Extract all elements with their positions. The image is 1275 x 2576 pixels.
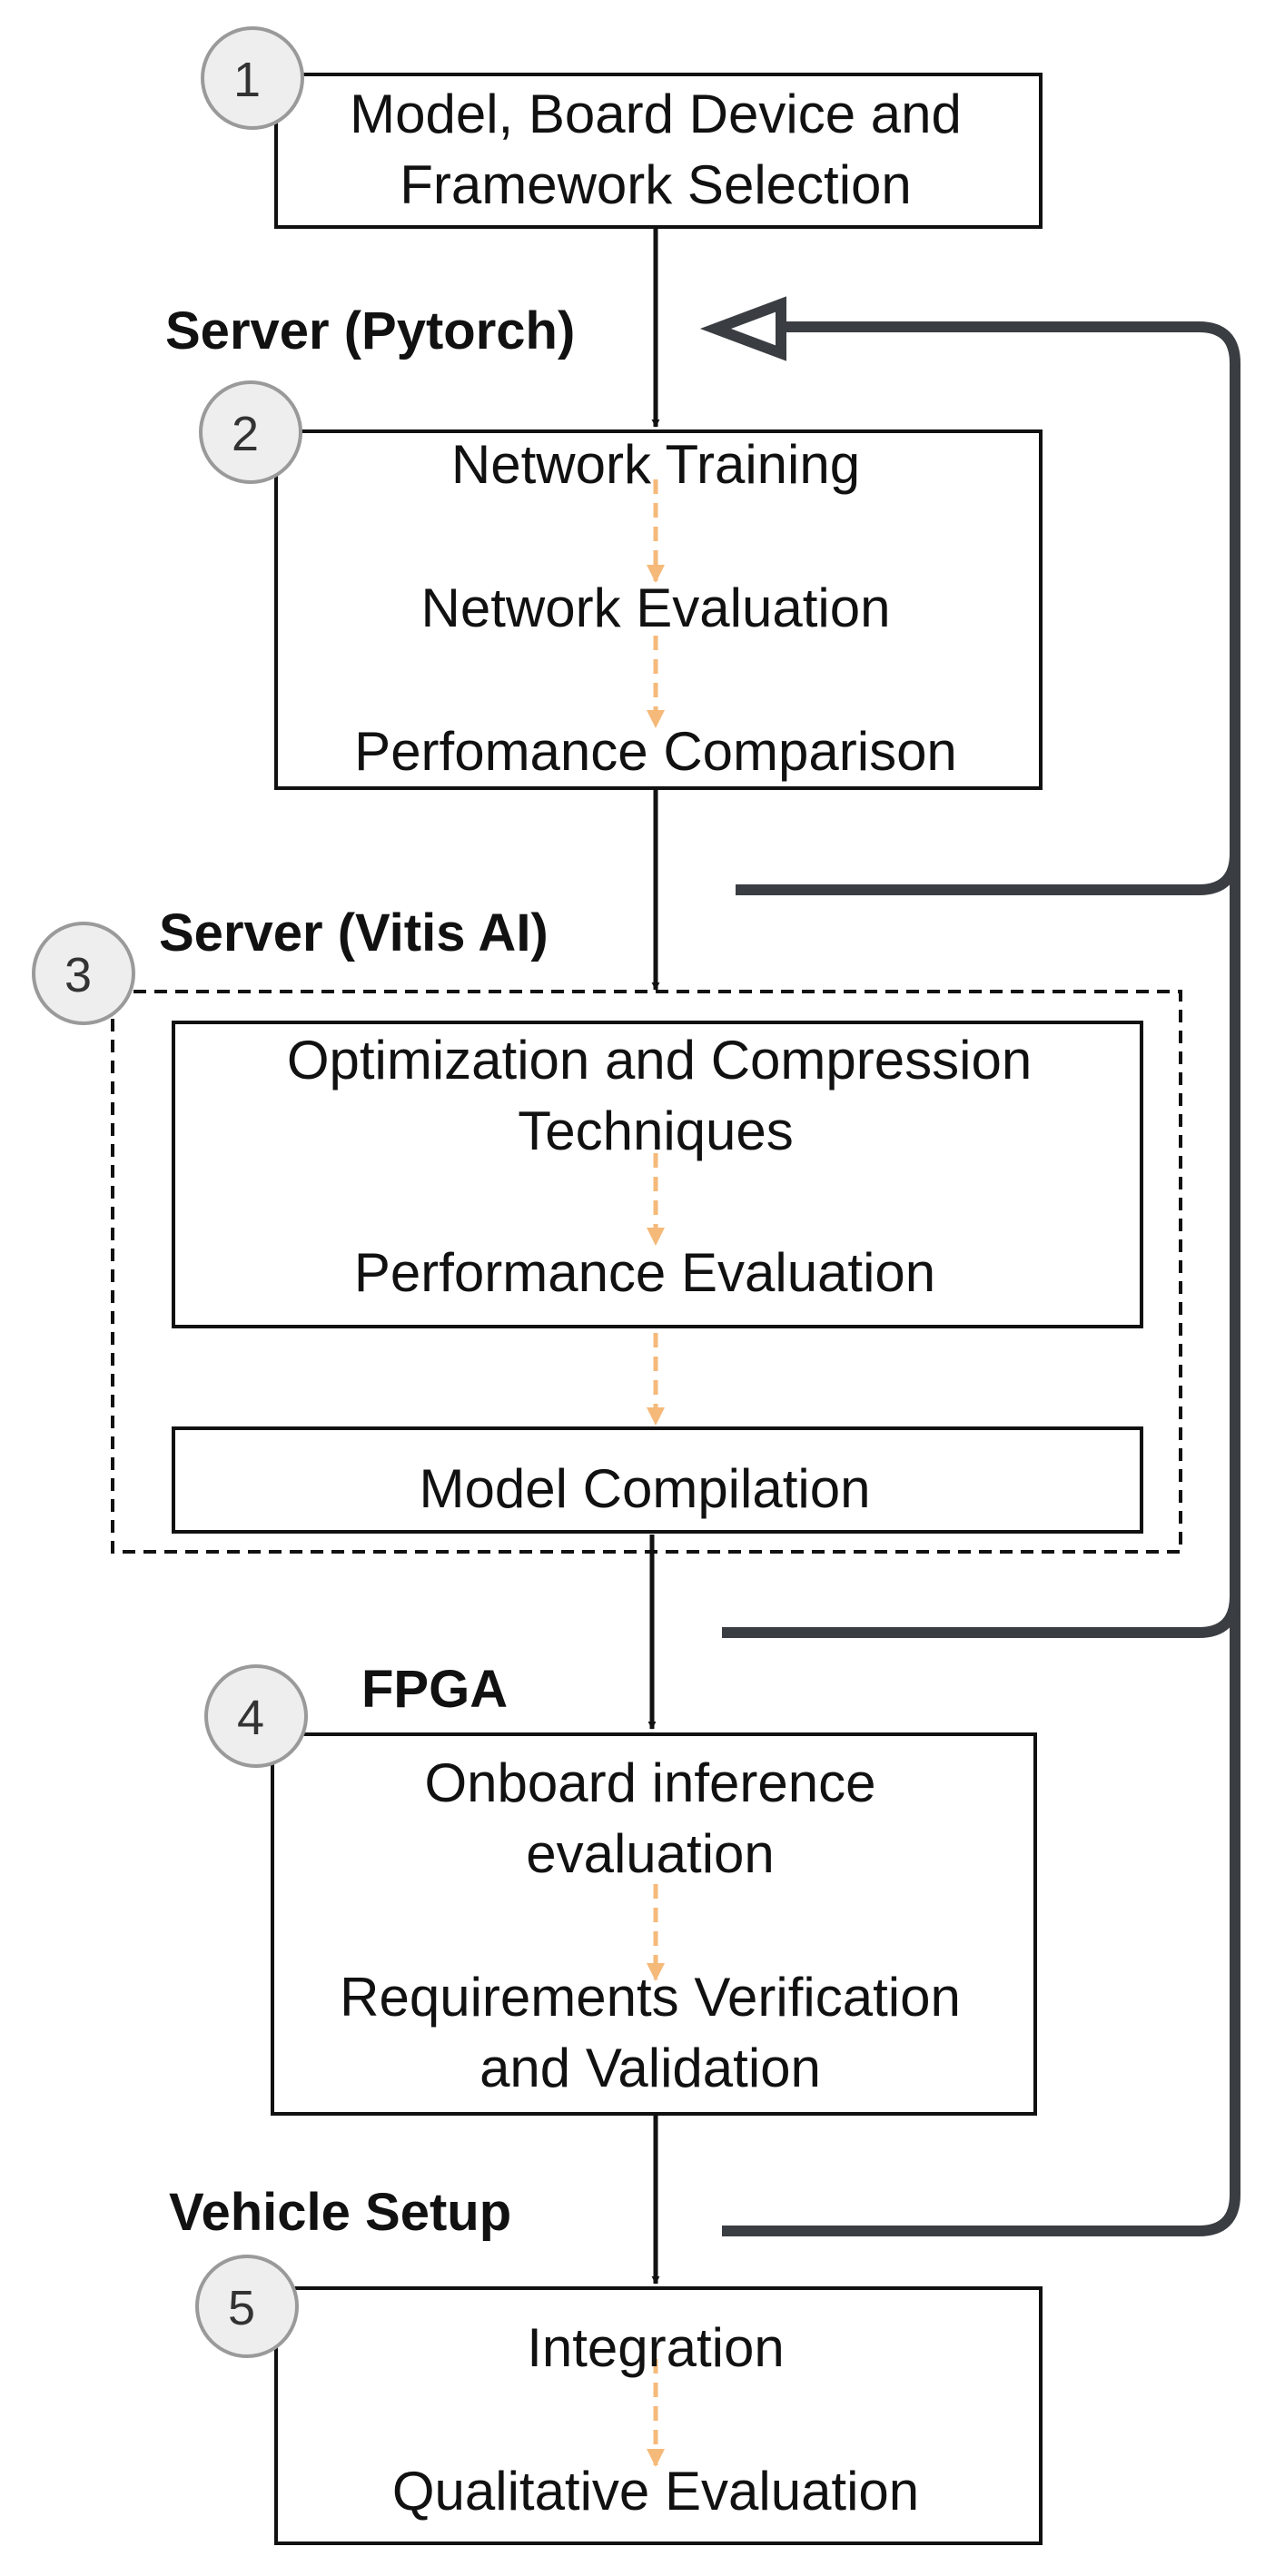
step-2-performance-comparison: Perfomance Comparison (354, 721, 957, 782)
step-3: Optimization and Compression Techniques … (32, 922, 1182, 1554)
step-5: Integration Qualitative Evaluation 5 (195, 2255, 1043, 2545)
step-1: Model, Board Device and Framework Select… (201, 26, 1043, 229)
step-5-badge (195, 2255, 299, 2358)
step-5-qualitative-evaluation: Qualitative Evaluation (392, 2461, 919, 2522)
feedback-arrowhead (699, 296, 786, 361)
step-4: Onboard inference evaluation Requirement… (204, 1664, 1037, 2116)
step-3-group (111, 990, 1182, 1554)
step-2: Network Training Network Evaluation Perf… (199, 380, 1043, 790)
step-2-network-training: Network Training (451, 434, 860, 495)
label-server-pytorch: Server (Pytorch) (165, 301, 575, 360)
step-1-title-line2: Framework Selection (400, 154, 912, 215)
step-2-badge (199, 380, 302, 484)
step-5-number: 5 (228, 2281, 255, 2335)
step-1-title-line1: Model, Board Device and (350, 84, 962, 144)
step-1-number: 1 (233, 53, 261, 107)
label-fpga: FPGA (361, 1660, 508, 1719)
step-3-badge (32, 922, 135, 1025)
step-3-optimization-line1: Optimization and Compression (287, 1030, 1032, 1091)
step-3-box-optimization (172, 1021, 1143, 1328)
step-1-box (274, 73, 1043, 229)
step-4-badge (204, 1664, 308, 1768)
step-2-box (274, 429, 1043, 790)
step-4-onboard-line1: Onboard inference (425, 1752, 876, 1813)
label-vehicle-setup: Vehicle Setup (169, 2183, 511, 2242)
step-4-requirements-line1: Requirements Verification (340, 1967, 961, 2028)
step-1-badge (201, 26, 304, 130)
step-3-model-compilation: Model Compilation (420, 1458, 871, 1519)
step-2-network-evaluation: Network Evaluation (421, 577, 891, 638)
step-4-box (271, 1732, 1037, 2116)
step-3-performance-evaluation: Performance Evaluation (354, 1242, 935, 1303)
step-4-requirements-line2: and Validation (479, 2038, 821, 2098)
step-5-box (274, 2286, 1043, 2545)
step-3-optimization-line2: Techniques (518, 1100, 794, 1161)
flow-arrows (647, 227, 660, 2285)
step-3-box-compilation (172, 1426, 1143, 1534)
step-3-number: 3 (64, 948, 92, 1002)
step-4-onboard-line2: evaluation (526, 1823, 775, 1884)
step-5-integration: Integration (527, 2317, 785, 2378)
step-4-number: 4 (237, 1691, 264, 1745)
step-2-number: 2 (232, 407, 259, 461)
label-server-vitis: Server (Vitis AI) (159, 903, 549, 962)
feedback-loop (699, 296, 1240, 2236)
